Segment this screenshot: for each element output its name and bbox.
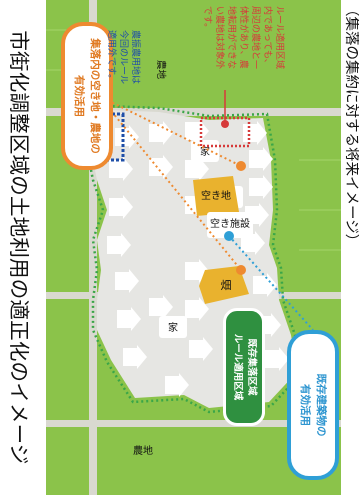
rule-callout-line1: 既存集落区域: [246, 338, 257, 396]
note-line: 適用外です。: [106, 30, 116, 84]
farmland-label: 農地: [133, 444, 153, 457]
vacant-facility-label: 空き施設: [210, 217, 250, 230]
house-icon: [117, 307, 141, 331]
orange-leader: [98, 95, 242, 167]
existing-callout-line2: 有効活用: [299, 384, 311, 426]
house-icon: [185, 119, 209, 143]
existing-building-callout: 既存建築物の 有効活用: [287, 330, 339, 480]
house-icon: [253, 273, 277, 297]
house-icon: [249, 147, 273, 171]
house-icon: [185, 157, 209, 181]
farmland-title: 農地: [155, 60, 166, 80]
house-icon: [107, 233, 131, 257]
house-icon: [149, 295, 173, 319]
vacant-lot-marker: [236, 161, 246, 171]
note-line: です。: [202, 6, 212, 33]
note-line: 内であっても、: [262, 6, 272, 68]
house-icon: [149, 155, 173, 179]
house-icon: [115, 269, 139, 293]
rule-callout-line2: ルール適用区域: [232, 333, 243, 401]
vacant-lot-plot: [193, 176, 239, 216]
vacant-callout-line2: 有効活用: [73, 75, 85, 117]
house-icon: [165, 373, 189, 397]
existing-callout-line1: 既存建築物の: [315, 373, 327, 437]
note-line: 地転用ができな: [226, 6, 236, 70]
blue-leader: [228, 235, 314, 331]
house-icon: [109, 195, 133, 219]
rule-area-boundary: [85, 104, 303, 414]
note-line: 周辺の農地と一: [250, 6, 260, 70]
house-icon: [115, 125, 139, 149]
house-label: 家: [168, 321, 178, 334]
house-icon: [265, 347, 289, 371]
note-line: 体性があり、農: [238, 6, 248, 69]
note-line: い農地は対象外: [214, 6, 224, 70]
house-icon: [189, 337, 213, 361]
field-plot: [199, 266, 249, 304]
agri-promotion-note: 農振農用地は 今回のルール 適用外です。: [105, 30, 141, 84]
road-vertical-right: [46, 420, 341, 427]
house-icon: [123, 345, 147, 369]
note-line: 農振農用地は: [130, 30, 140, 85]
vacant-callout-line1: 集落内の空き地・農地の: [89, 38, 101, 154]
house-icon: [109, 157, 133, 181]
rule-area-callout: 既存集落区域 ルール適用区域: [223, 308, 265, 426]
house-label: 家: [200, 145, 210, 158]
house-icon: [185, 297, 209, 321]
page-title: 市街化調整区域の土地利用の適正化のイメージ: [7, 30, 31, 465]
house-icon: [249, 175, 273, 199]
field-label: 畑: [221, 279, 232, 292]
note-line: 今回のルール: [118, 30, 128, 85]
labeled-house-shape: [159, 316, 187, 338]
vacant-lot-label: 空き地: [201, 189, 231, 202]
excluded-farmland-note: ルール適用区域 内であっても、 周辺の農地と一 体性があり、農 地転用ができな …: [201, 6, 285, 69]
vacant-facility-shape: [207, 212, 253, 238]
house-icon: [149, 121, 173, 145]
note-line: ルール適用区域: [274, 6, 284, 70]
